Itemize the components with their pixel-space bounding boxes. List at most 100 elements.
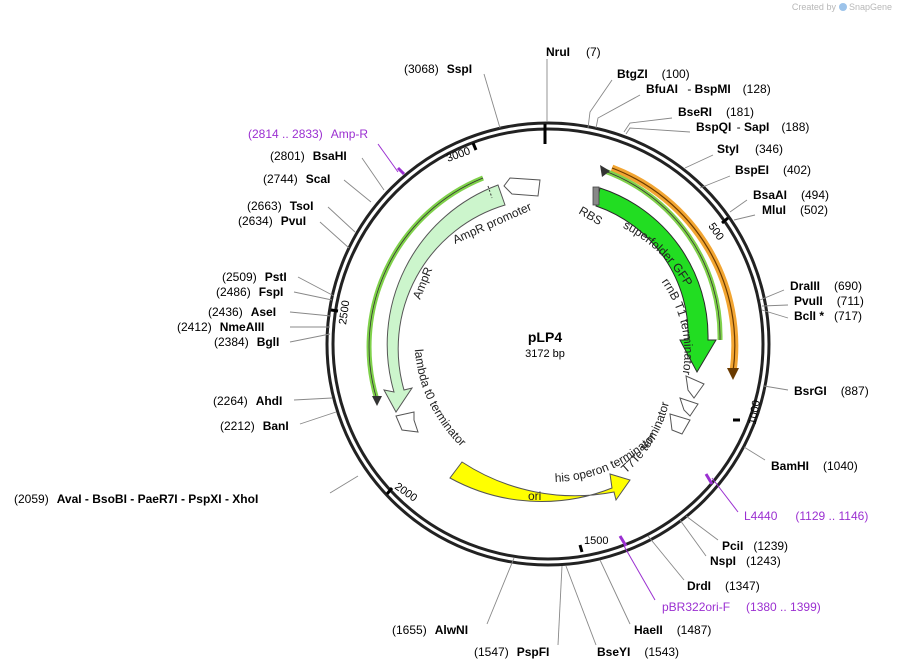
- watermark-brand: SnapGene: [848, 2, 892, 12]
- leader-bspei: [699, 175, 731, 189]
- leader-bspqi: [625, 127, 691, 135]
- gfp-arrow[interactable]: [595, 187, 717, 374]
- primer-labels: (2814 .. 2833)Amp-R L4440(1129 .. 1146) …: [248, 127, 868, 614]
- tick-label-1500: 1500: [584, 535, 608, 547]
- enzyme-nmeaiii[interactable]: (2412)NmeAIII: [177, 320, 264, 334]
- gfp-primer-line: [601, 169, 721, 341]
- t7te-terminator-arrow[interactable]: [679, 397, 699, 417]
- enzyme-bspqi[interactable]: BspQI - SapI(188): [696, 120, 809, 134]
- leader-bseri: [623, 117, 673, 133]
- tick-label-2500: 2500: [337, 300, 352, 326]
- leader-draiii: [759, 289, 785, 301]
- plasmid-length: 3172 bp: [525, 348, 565, 360]
- ampr-promoter-arrow[interactable]: [503, 177, 541, 197]
- leader-scai: [343, 179, 372, 203]
- leader-ahdi: [293, 397, 333, 401]
- enzyme-bfuai[interactable]: BfuAI - BspMI(128): [646, 82, 771, 96]
- leader-mlui: [733, 214, 756, 221]
- leader-bsaai: [729, 199, 748, 213]
- leader-pvuii: [761, 304, 789, 307]
- leader-psti: [297, 276, 335, 297]
- enzyme-bseyi[interactable]: BseYI(1543): [597, 645, 679, 659]
- enzyme-tsoi[interactable]: (2663)TsoI: [247, 199, 313, 213]
- his-terminator-arrow[interactable]: [669, 413, 691, 435]
- leader-btgzi: [587, 79, 613, 129]
- enzyme-bsaai[interactable]: BsaAI(494): [753, 188, 829, 202]
- leader-bamhi: [743, 446, 766, 461]
- enzyme-fspi[interactable]: (2486)FspI: [216, 285, 283, 299]
- enzyme-bseri[interactable]: BseRI(181): [678, 105, 754, 119]
- leader-fspi: [293, 291, 333, 301]
- enzyme-bani[interactable]: (2212)BanI: [220, 419, 289, 433]
- enzyme-styi[interactable]: StyI(346): [717, 142, 783, 156]
- watermark-prefix: Created by: [791, 2, 836, 12]
- watermark: Created by SnapGene: [792, 2, 892, 12]
- leader-drdi: [647, 535, 685, 581]
- ori-arrow[interactable]: [449, 461, 631, 502]
- primer-mark-amp-r: [396, 166, 406, 176]
- leader-sspi: [483, 73, 501, 129]
- enzyme-avai-group[interactable]: (2059)AvaI - BsoBI - PaeR7I - PspXI - Xh…: [14, 492, 258, 506]
- enzyme-bsahi[interactable]: (2801)BsaHI: [270, 149, 347, 163]
- enzyme-bspei[interactable]: BspEI(402): [735, 163, 811, 177]
- enzyme-pspfi[interactable]: (1547)PspFI: [474, 645, 549, 659]
- enzyme-psti[interactable]: (2509)PstI: [222, 270, 287, 284]
- primer-leaders: [377, 143, 739, 601]
- tick-2500: 2500: [330, 300, 352, 326]
- enzyme-alwni[interactable]: (1655)AlwNI: [392, 623, 468, 637]
- enzyme-pcii[interactable]: PciI(1239): [722, 539, 788, 553]
- primer-pbr322ori-f[interactable]: pBR322ori-F(1380 .. 1399): [662, 600, 821, 614]
- tick-label-2000: 2000: [392, 481, 419, 505]
- enzyme-drdi[interactable]: DrdI(1347): [687, 579, 760, 593]
- leader-bsrgi: [763, 385, 789, 391]
- enzyme-ahdi[interactable]: (2264)AhdI: [213, 394, 282, 408]
- orange-arrowhead-icon: [727, 368, 739, 380]
- leader-haeii: [599, 559, 631, 625]
- leader-lines: [289, 59, 789, 646]
- enzyme-bsrgi[interactable]: BsrGI(887): [794, 384, 869, 398]
- tick-1500: 1500: [578, 535, 608, 553]
- ampr-primer-arrow-icon: [372, 396, 382, 406]
- lambda-terminator-arrow[interactable]: [395, 411, 419, 433]
- leader-styi: [684, 154, 714, 169]
- leader-bsahi: [361, 157, 385, 191]
- backbone: [325, 121, 771, 567]
- enzyme-nrui[interactable]: NruI(7): [546, 45, 601, 59]
- label-ori: ori: [528, 489, 541, 503]
- rbs-box: [592, 186, 600, 206]
- snapgene-logo-icon: [838, 3, 847, 11]
- enzyme-btgzi[interactable]: BtgZI(100): [617, 67, 690, 81]
- label-lambda: lambda t0 terminator: [412, 349, 469, 450]
- leader-pspfi: [557, 565, 563, 646]
- enzyme-bamhi[interactable]: BamHI(1040): [771, 459, 858, 473]
- enzyme-sspi[interactable]: (3068)SspI: [404, 62, 472, 76]
- enzyme-scai[interactable]: (2744)ScaI: [263, 172, 330, 186]
- enzyme-nspi[interactable]: NspI(1243): [710, 554, 781, 568]
- enzyme-draiii[interactable]: DraIII(690): [790, 279, 862, 293]
- leader-pvui: [319, 221, 350, 249]
- leader-avai: [329, 475, 359, 494]
- ampr-primer-line: [368, 177, 484, 401]
- enzyme-bgli[interactable]: (2384)BglI: [214, 335, 279, 349]
- leader-alwni: [486, 557, 515, 625]
- tick-label-500: 500: [706, 221, 726, 243]
- backbone-inner: [331, 127, 765, 561]
- leader-l4440: [711, 477, 739, 513]
- enzyme-pvuii[interactable]: PvuII(711): [794, 294, 864, 308]
- enzyme-haeii[interactable]: HaeII(1487): [634, 623, 711, 637]
- primer-l4440[interactable]: L4440(1129 .. 1146): [744, 509, 868, 523]
- plasmid-name: pLP4: [528, 329, 562, 345]
- leader-bseyi: [565, 565, 597, 646]
- enzyme-bcli[interactable]: BclI *(717): [794, 309, 862, 323]
- primer-mark-pbr322ori: [618, 535, 628, 547]
- enzyme-asei[interactable]: (2436)AseI: [208, 305, 276, 319]
- enzyme-mlui[interactable]: MluI(502): [762, 203, 828, 217]
- leader-pcii: [685, 515, 719, 541]
- enzyme-pvui[interactable]: (2634)PvuI: [238, 214, 306, 228]
- gfp-primer-arrow-icon: [600, 165, 610, 177]
- primer-amp-r[interactable]: (2814 .. 2833)Amp-R: [248, 127, 368, 141]
- ampr-arrow[interactable]: [383, 184, 506, 413]
- tick-label-1000: 1000: [747, 399, 763, 425]
- rrnb-terminator-arrow[interactable]: [685, 375, 705, 399]
